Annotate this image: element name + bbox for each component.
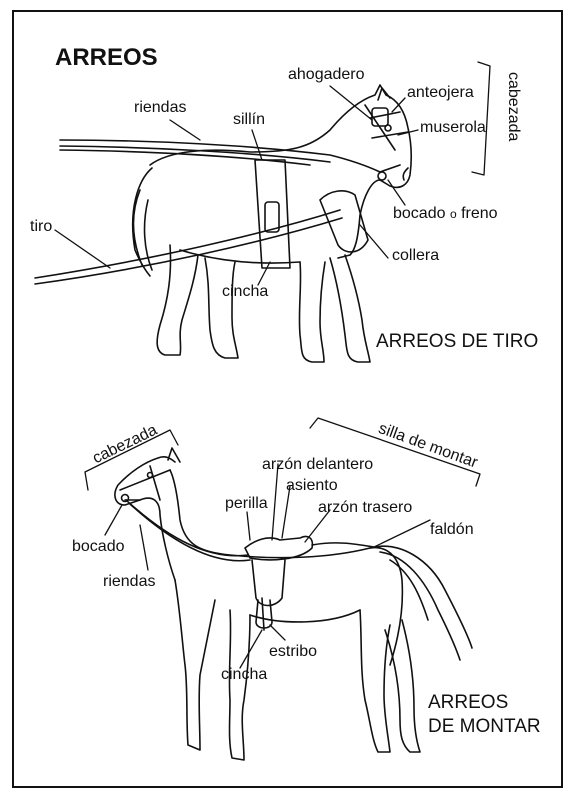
label-ahogadero: ahogadero [288,66,365,83]
label-cabezada-draft: cabezada [505,72,522,142]
label-cincha-riding: cincha [221,666,268,683]
diagram-frame [12,10,563,788]
label-asiento: asiento [286,477,338,494]
section-title-draft: ARREOS DE TIRO [376,331,539,352]
label-riendas-draft: riendas [134,99,187,116]
draft-horse-front-leg [298,261,326,363]
diagram-title: ARREOS [55,44,158,71]
draft-horse [131,84,413,363]
draft-horse-hind-leg [156,244,199,356]
riding-saddle [244,535,314,561]
label-estribo: estribo [269,643,318,660]
label-perilla: perilla [225,495,268,512]
label-cincha-draft: cincha [222,283,269,300]
riding-horse-tail [369,545,473,661]
draft-horse-belly [179,249,301,264]
riding-estribo [255,599,273,629]
label-faldon: faldón [430,521,474,538]
riding-cincha [261,597,265,631]
label-anteojera: anteojera [407,84,474,101]
label-bocado-freno: bocado o freno [393,205,498,223]
draft-sillin [254,159,291,269]
label-muserola: muserola [420,119,486,136]
label-arzon-trasero: arzón trasero [318,499,413,516]
draft-collera [319,190,369,253]
riding-horse [114,447,473,761]
riding-harness [119,465,381,631]
label-tiro: tiro [30,218,53,235]
label-bocado-riding: bocado [72,538,125,555]
draft-cabezada-bracket [471,61,491,176]
section-title-riding-line1: ARREOS [428,692,509,713]
draft-leader-lines [54,61,491,286]
label-collera: collera [392,247,440,264]
riding-leader-lines [84,417,481,669]
riding-silla-bracket [309,417,481,487]
label-o-word: o [449,207,457,221]
draft-harness [34,104,409,285]
label-arzon-delantero: arzón delantero [262,456,374,473]
draft-tiro [34,209,341,279]
riding-horse-body [169,469,404,666]
label-riendas-riding: riendas [103,573,156,590]
label-bocado-word: bocado [393,205,446,222]
label-freno-word: freno [461,205,498,222]
draft-reins [59,139,381,173]
riding-horse-head-neck [114,455,176,581]
section-title-riding-line2: DE MONTAR [428,716,541,737]
riding-cabezada-bracket [84,429,179,491]
label-sillin: sillín [233,111,266,128]
